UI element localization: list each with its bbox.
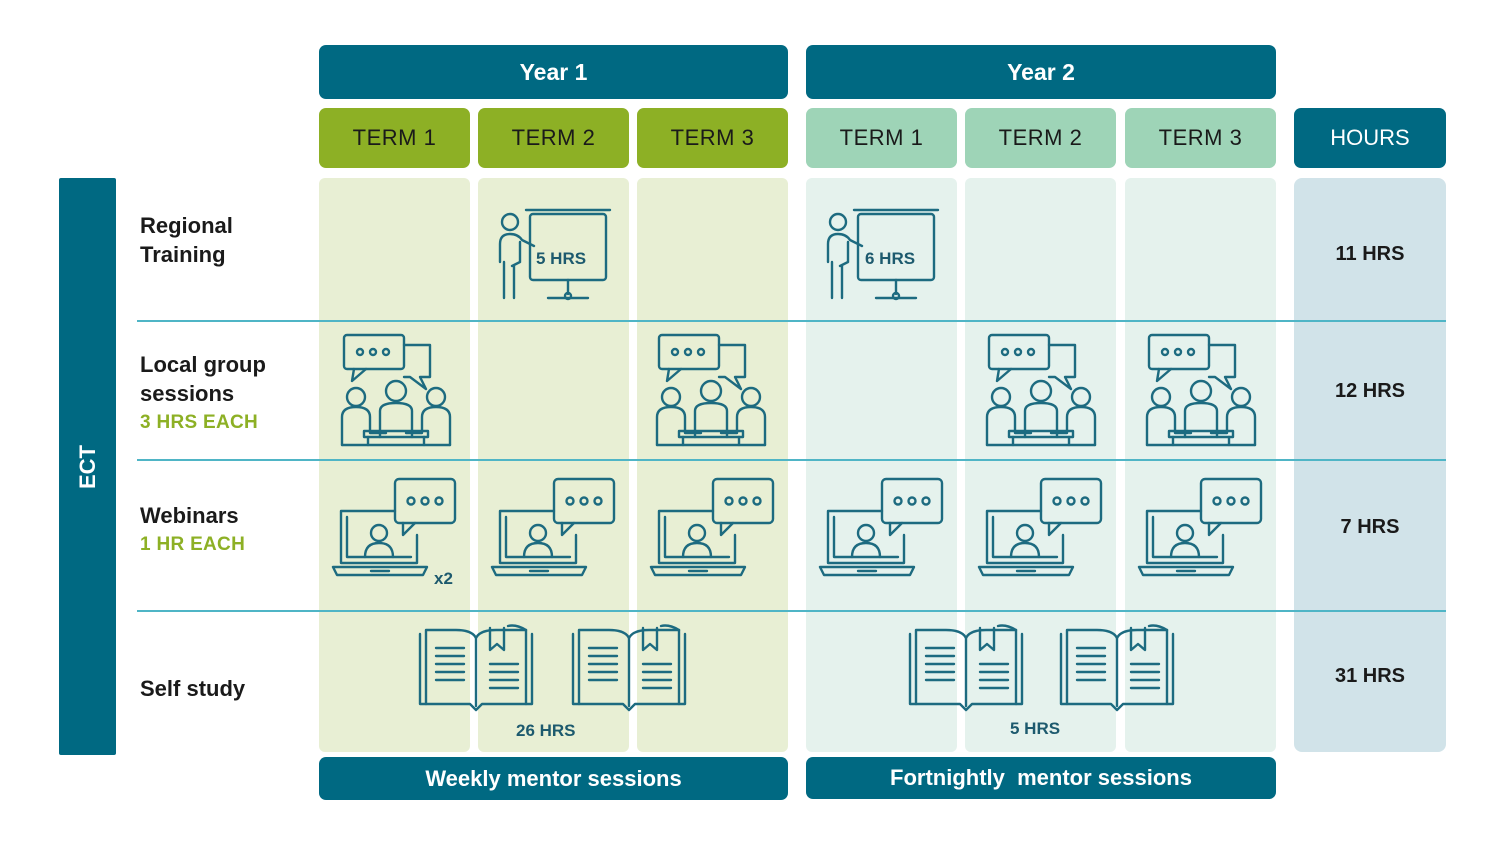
- row-label-line: Local group: [140, 352, 266, 377]
- webinar-laptop-icon: [649, 477, 777, 579]
- total-self-study: 31 HRS: [1334, 664, 1406, 687]
- webinar-laptop-icon: [818, 477, 946, 579]
- group-discussion-icon: [985, 333, 1097, 449]
- row-divider: [137, 459, 1446, 461]
- webinar-laptop-icon: [1137, 477, 1265, 579]
- weekly-mentor-sessions-bar: Weekly mentor sessions: [319, 757, 788, 800]
- webinar-laptop-icon: [490, 477, 618, 579]
- term-header-y2-t1: TERM 1: [806, 108, 957, 168]
- term-header-y2-t2: TERM 2: [965, 108, 1116, 168]
- group-discussion-icon: [655, 333, 767, 449]
- row-label-local-group: Local group sessions 3 HRS EACH: [140, 350, 266, 437]
- year2-header: Year 2: [806, 45, 1276, 99]
- total-local-group: 12 HRS: [1334, 379, 1406, 402]
- row-label-regional-training: Regional Training: [140, 211, 233, 269]
- row-label-line: Training: [140, 242, 226, 267]
- term-header-y1-t2: TERM 2: [478, 108, 629, 168]
- row-sublabel: 1 HR EACH: [140, 534, 246, 555]
- total-regional-training: 11 HRS: [1335, 242, 1405, 265]
- row-label-line: Webinars: [140, 503, 239, 528]
- total-webinars: 7 HRS: [1340, 515, 1400, 538]
- open-book-icon: [418, 624, 536, 714]
- column-y2-t3: [1125, 178, 1276, 752]
- hours-header: HOURS: [1294, 108, 1446, 168]
- webinar-multiplier: x2: [434, 569, 453, 588]
- term-header-y2-t3: TERM 3: [1125, 108, 1276, 168]
- regional-y2-hours: 6 HRS: [865, 249, 916, 268]
- webinar-laptop-icon: [977, 477, 1105, 579]
- term-header-y1-t1: TERM 1: [319, 108, 470, 168]
- group-discussion-icon: [1145, 333, 1257, 449]
- self-study-y2-hours: 5 HRS: [1010, 719, 1061, 738]
- open-book-icon: [571, 624, 689, 714]
- open-book-icon: [908, 624, 1026, 714]
- ect-label-text: ECT: [74, 444, 100, 489]
- webinar-laptop-icon: [331, 477, 459, 579]
- column-y1-t3: [637, 178, 788, 752]
- term-header-y1-t3: TERM 3: [637, 108, 788, 168]
- fortnightly-mentor-sessions-bar: Fortnightly mentor sessions: [806, 757, 1276, 799]
- year1-header: Year 1: [319, 45, 788, 99]
- row-label-webinars: Webinars 1 HR EACH: [140, 501, 245, 559]
- open-book-icon: [1059, 624, 1177, 714]
- row-label-self-study: Self study: [140, 676, 246, 701]
- row-label-line: sessions: [140, 381, 235, 406]
- row-sublabel: 3 HRS EACH: [140, 412, 259, 433]
- ect-side-label: ECT: [59, 178, 116, 755]
- row-divider: [137, 610, 1446, 612]
- hours-column: [1294, 178, 1446, 752]
- row-divider: [137, 320, 1446, 322]
- row-label-line: Regional: [140, 213, 233, 238]
- self-study-y1-hours: 26 HRS: [516, 721, 576, 740]
- regional-y1-hours: 5 HRS: [536, 249, 587, 268]
- group-discussion-icon: [340, 333, 452, 449]
